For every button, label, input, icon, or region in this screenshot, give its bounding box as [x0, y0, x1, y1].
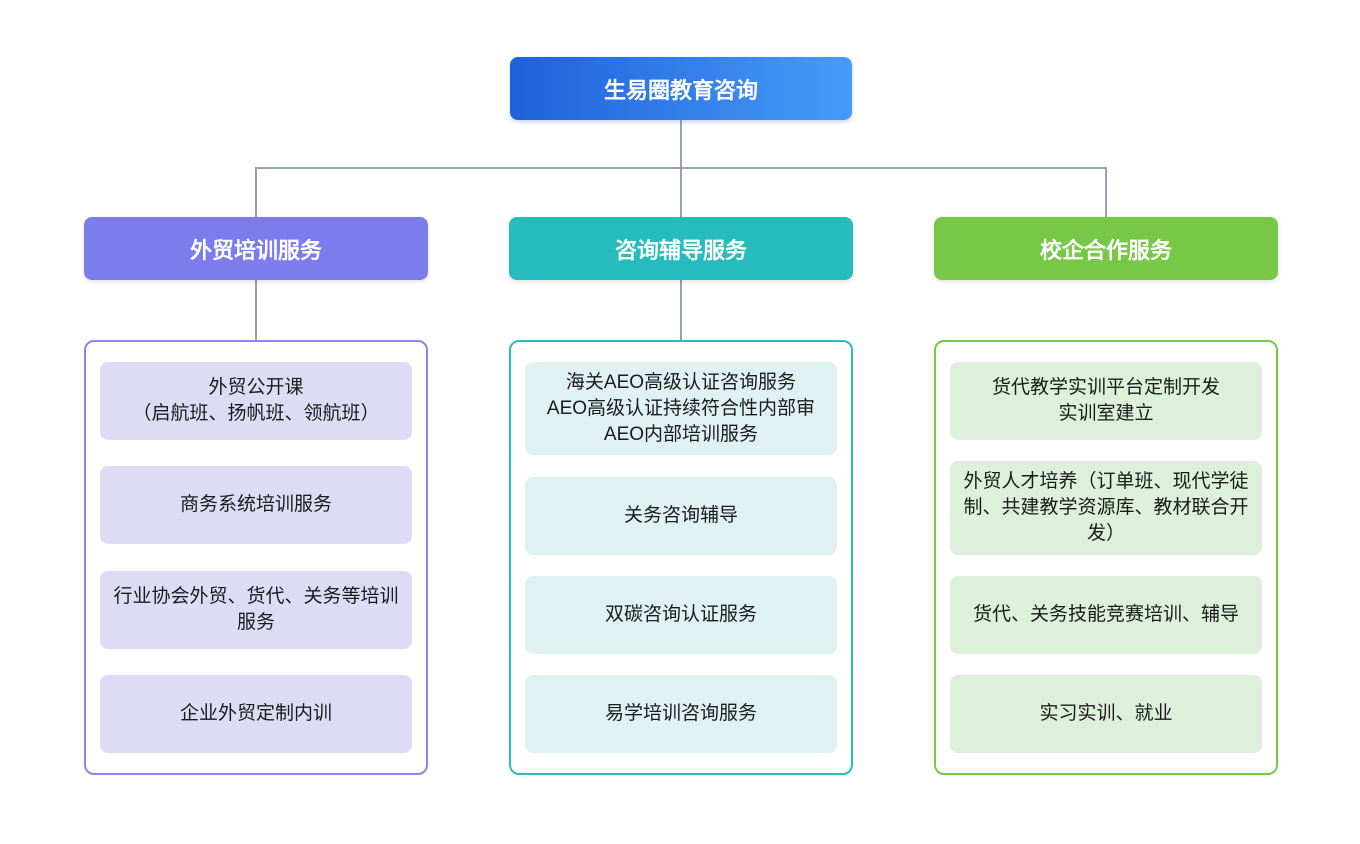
branch-container: 海关AEO高级认证咨询服务 AEO高级认证持续符合性内部审 AEO内部培训服务 … [509, 340, 853, 775]
tree-item: 海关AEO高级认证咨询服务 AEO高级认证持续符合性内部审 AEO内部培训服务 [525, 362, 837, 456]
branch-header-label: 外贸培训服务 [189, 237, 322, 263]
tree-item: 货代教学实训平台定制开发 实训室建立 [950, 362, 1262, 440]
tree-item-label: 外贸人才培养（订单班、现代学徒制、共建教学资源库、教材联合开发） [963, 471, 1249, 544]
connector-branch-to-container [680, 280, 682, 341]
branch-header: 外贸培训服务 [84, 217, 428, 280]
tree-item: 实习实训、就业 [950, 675, 1262, 753]
tree-item: 行业协会外贸、货代、关务等培训服务 [100, 570, 412, 649]
connector-drop-center [680, 167, 682, 217]
branch-header: 校企合作服务 [934, 217, 1278, 280]
connector-drop-right [1105, 167, 1107, 217]
tree-item: 外贸人才培养（订单班、现代学徒制、共建教学资源库、教材联合开发） [950, 461, 1262, 555]
tree-item: 外贸公开课 （启航班、扬帆班、领航班） [100, 362, 412, 440]
branch-foreign-trade-training: 外贸培训服务 外贸公开课 （启航班、扬帆班、领航班） 商务系统培训服务 行业协会… [84, 217, 428, 775]
tree-item-label: 商务系统培训服务 [179, 494, 332, 516]
root-node: 生易圈教育咨询 [510, 57, 852, 120]
tree-item-label: 行业协会外贸、货代、关务等培训服务 [113, 585, 399, 633]
tree-item-label: 货代教学实训平台定制开发 实训室建立 [991, 377, 1220, 424]
branch-header: 咨询辅导服务 [509, 217, 853, 280]
branch-header-label: 咨询辅导服务 [614, 237, 747, 263]
branch-container: 外贸公开课 （启航班、扬帆班、领航班） 商务系统培训服务 行业协会外贸、货代、关… [84, 340, 428, 775]
root-node-label: 生易圈教育咨询 [603, 77, 758, 103]
branch-consulting-coaching: 咨询辅导服务 海关AEO高级认证咨询服务 AEO高级认证持续符合性内部审 AEO… [509, 217, 853, 775]
tree-item: 商务系统培训服务 [100, 466, 412, 545]
tree-item-label: 易学培训咨询服务 [604, 703, 757, 725]
tree-item-label: 外贸公开课 （启航班、扬帆班、领航班） [132, 377, 380, 424]
tree-item-label: 企业外贸定制内训 [179, 703, 332, 725]
tree-item-label: 货代、关务技能竞赛培训、辅导 [972, 603, 1239, 625]
connector-branch-to-container [255, 280, 257, 341]
connector-root-vertical [680, 120, 682, 169]
tree-item: 企业外贸定制内训 [100, 674, 412, 753]
tree-item-label: 实习实训、就业 [1039, 703, 1173, 725]
branch-header-label: 校企合作服务 [1039, 237, 1172, 263]
branch-container: 货代教学实训平台定制开发 实训室建立 外贸人才培养（订单班、现代学徒制、共建教学… [934, 340, 1278, 775]
tree-item: 关务咨询辅导 [525, 476, 837, 555]
branch-school-enterprise-cooperation: 校企合作服务 货代教学实训平台定制开发 实训室建立 外贸人才培养（订单班、现代学… [934, 217, 1278, 775]
tree-item: 双碳咨询认证服务 [525, 575, 837, 654]
tree-item: 易学培训咨询服务 [525, 675, 837, 753]
tree-item: 货代、关务技能竞赛培训、辅导 [950, 575, 1262, 654]
connector-drop-left [255, 167, 257, 217]
tree-item-label: 关务咨询辅导 [623, 504, 738, 526]
tree-item-label: 双碳咨询认证服务 [604, 603, 757, 625]
tree-item-label: 海关AEO高级认证咨询服务 AEO高级认证持续符合性内部审 AEO内部培训服务 [546, 372, 816, 445]
